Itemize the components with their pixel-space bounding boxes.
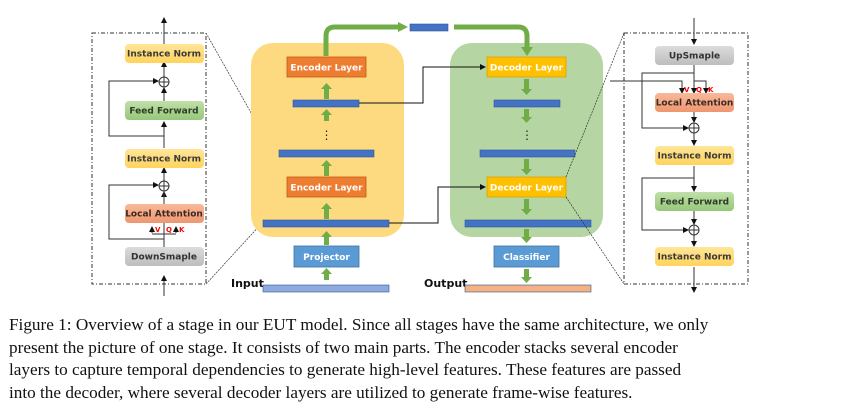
caption-line: present the picture of one stage. It con… xyxy=(9,337,678,357)
encoder-detail-frame xyxy=(91,32,207,285)
instance-norm-block xyxy=(655,146,734,165)
up-arrow-icon xyxy=(321,109,332,121)
down-arrow-icon xyxy=(521,199,532,215)
skip-connection xyxy=(359,64,486,104)
upsample-label: UpSmaple xyxy=(669,52,720,62)
output-bar xyxy=(464,284,592,293)
down-arrow-icon xyxy=(521,109,532,123)
encoder-layer-label: Encoder Layer xyxy=(290,64,363,74)
instance-norm-label: Instance Norm xyxy=(127,50,201,60)
instance-norm-label: Instance Norm xyxy=(658,152,732,162)
encoder-output-arrow xyxy=(323,24,399,56)
instance-norm-label: Instance Norm xyxy=(127,155,201,165)
skip-connection xyxy=(389,184,486,224)
right-arrow-icon xyxy=(398,22,408,32)
zoom-connector xyxy=(205,221,264,285)
input-label: Input xyxy=(231,277,264,290)
encoder-stack: Encoder Layer ⋮ Encoder Layer xyxy=(251,43,404,237)
local-attention-block xyxy=(125,204,204,223)
decoder-layer-bottom xyxy=(486,176,567,198)
decoder-stack: Decoder Layer ⋮ Decoder Layer xyxy=(450,43,603,237)
zoom-connector xyxy=(565,196,625,285)
up-arrow-icon xyxy=(321,160,332,176)
decoder-layer-top xyxy=(486,56,567,78)
local-attention-block xyxy=(655,93,734,112)
caption-line: layers to capture temporal dependencies … xyxy=(9,360,682,379)
output-label: Output xyxy=(424,277,467,290)
query-label: Q xyxy=(696,86,702,94)
feed-forward-block xyxy=(655,192,734,211)
zoom-connector xyxy=(205,32,290,181)
downsample-block xyxy=(125,247,204,266)
figure-caption: Figure 1: Overview of a stage in our EUT… xyxy=(9,314,839,404)
query-label: Q xyxy=(166,226,172,234)
value-label: V xyxy=(684,86,690,94)
classifier-label: Classifier xyxy=(503,253,550,263)
key-label: K xyxy=(179,226,185,234)
local-attention-label: Local Attention xyxy=(125,210,203,220)
feature-bar xyxy=(262,219,390,228)
feed-forward-label: Feed Forward xyxy=(660,198,729,208)
encoder-layer-detail: V Q K Instance Norm Feed Forward Instanc… xyxy=(91,17,207,296)
caption-line: into the decoder, where several decoder … xyxy=(9,382,633,402)
down-arrow-icon xyxy=(521,159,532,175)
down-arrow-icon xyxy=(521,229,532,243)
decoder-detail-frame xyxy=(623,32,749,285)
input-bar xyxy=(262,284,390,293)
decoder-layer-label: Decoder Layer xyxy=(490,184,564,194)
classifier-block xyxy=(493,245,560,268)
flow-arrows xyxy=(321,79,532,283)
feature-bar xyxy=(464,219,592,228)
encoder-layer-top xyxy=(286,56,367,78)
projector-block xyxy=(293,245,360,268)
decoder-input-arrow xyxy=(454,24,530,48)
feature-bar xyxy=(292,99,360,108)
down-arrow-icon xyxy=(521,269,532,283)
architecture-figure: V Q K Instance Norm Feed Forward Instanc… xyxy=(91,17,749,296)
instance-norm-label: Instance Norm xyxy=(658,253,732,263)
down-arrow-icon xyxy=(521,47,533,56)
down-arrow-icon xyxy=(521,79,532,95)
ellipsis: ⋮ xyxy=(321,128,333,142)
feed-forward-label: Feed Forward xyxy=(129,107,198,117)
feature-bar xyxy=(479,149,576,158)
zoom-connector xyxy=(565,32,625,178)
projector-label: Projector xyxy=(303,253,350,263)
up-arrow-icon xyxy=(321,203,332,219)
upsample-block xyxy=(655,46,734,65)
downsample-label: DownSmaple xyxy=(131,253,197,263)
feature-bar xyxy=(278,149,375,158)
decoder-layer-detail: V Q K UpSmaple Local Attention Instance … xyxy=(610,18,749,293)
value-label: V xyxy=(155,226,161,234)
encoder-layer-bottom xyxy=(286,176,367,198)
ellipsis: ⋮ xyxy=(521,128,533,142)
instance-norm-block xyxy=(125,149,204,168)
up-arrow-icon xyxy=(321,231,332,245)
up-arrow-icon xyxy=(321,268,332,280)
instance-norm-block xyxy=(125,44,204,63)
encoder-layer-label: Encoder Layer xyxy=(290,184,363,194)
local-attention-label: Local Attention xyxy=(656,99,734,109)
key-label: K xyxy=(708,86,714,94)
encoded-feature-bar xyxy=(409,23,449,32)
decoder-layer-label: Decoder Layer xyxy=(490,64,564,74)
feed-forward-block xyxy=(125,101,204,120)
caption-line: Figure 1: Overview of a stage in our EUT… xyxy=(9,315,709,334)
instance-norm-block xyxy=(655,247,734,266)
up-arrow-icon xyxy=(321,83,332,99)
feature-bar xyxy=(493,99,561,108)
